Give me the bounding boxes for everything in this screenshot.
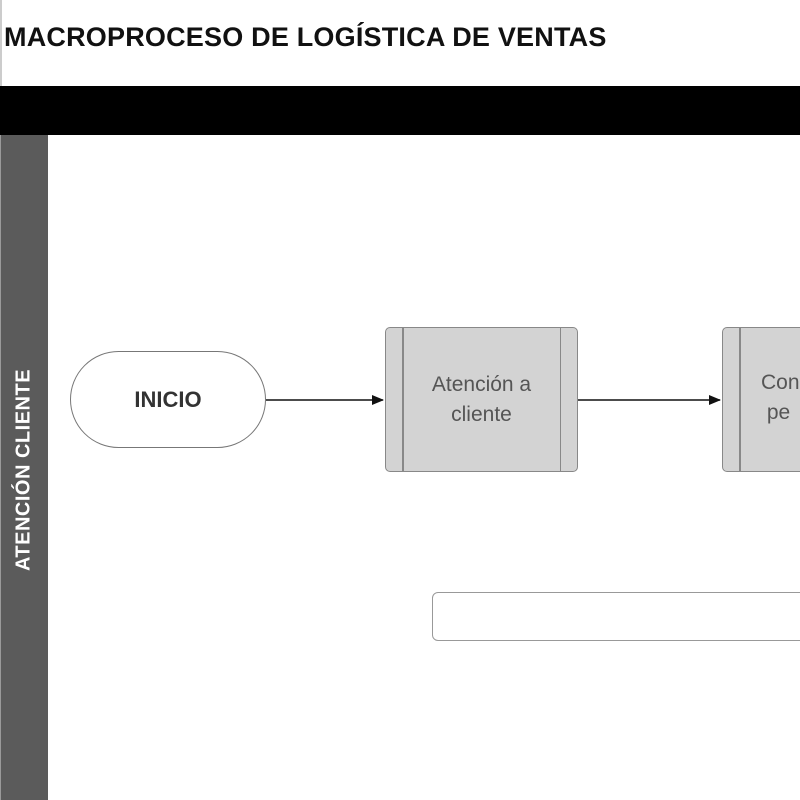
subprocess-right-bar <box>559 328 561 471</box>
subprocess-label: Atención a cliente <box>431 372 532 426</box>
page-border <box>0 0 2 86</box>
pool-header-bar <box>0 86 800 135</box>
swimlane-label-bar <box>0 135 48 800</box>
subprocess-left-bar <box>402 328 404 471</box>
subprocess-atencion-cliente[interactable]: Atención a cliente <box>385 327 578 472</box>
diagram-title: MACROPROCESO DE LOGÍSTICA DE VENTAS <box>4 22 607 52</box>
start-terminal[interactable]: INICIO <box>70 351 266 448</box>
start-terminal-label: INICIO <box>134 386 202 412</box>
subprocess-label: Con pe <box>761 371 800 424</box>
subprocess-left-bar <box>739 328 741 471</box>
annotation-box[interactable] <box>432 592 800 641</box>
subprocess-truncated[interactable]: Con pe <box>722 327 800 472</box>
